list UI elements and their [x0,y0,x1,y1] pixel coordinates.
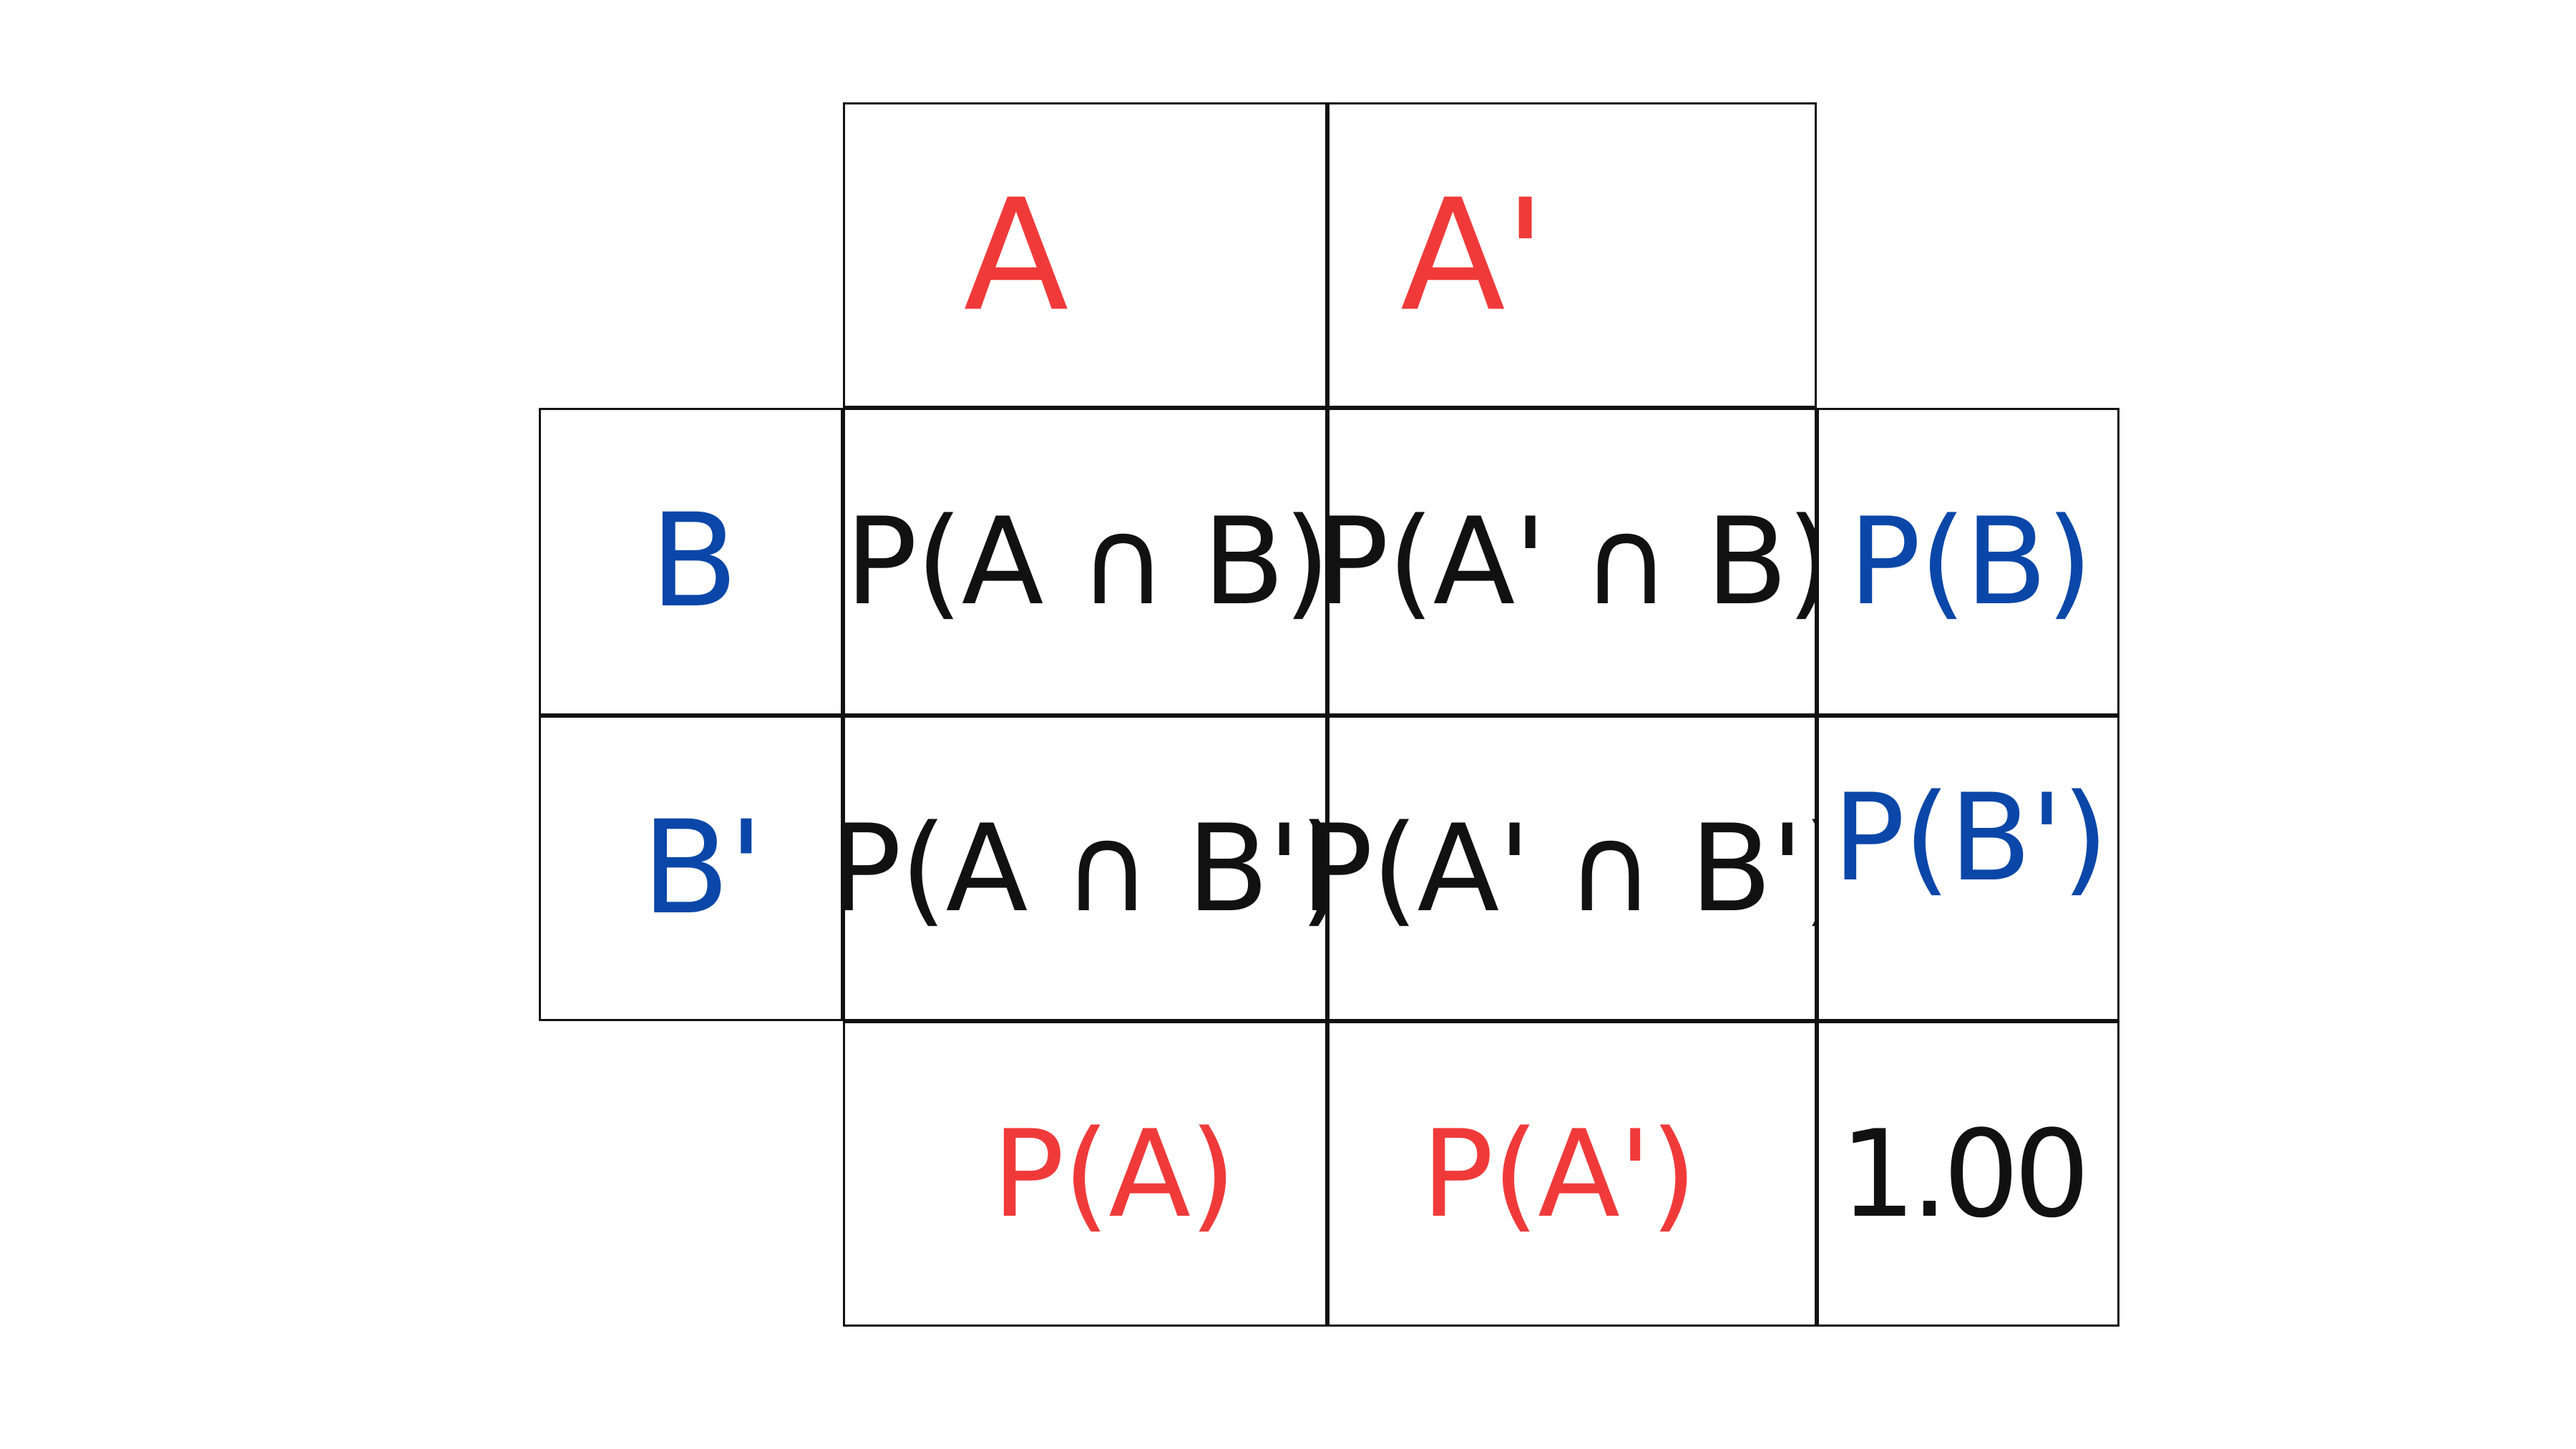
marginal-prob-b-prime: P(B') [1833,768,2109,909]
row-label-b: B [650,487,738,636]
grand-total: 1.00 [1839,1103,2090,1244]
header-label-a-prime: A' [1400,165,1546,345]
total-cell-b: P(B) [1817,408,2119,716]
marginal-prob-b: P(B) [1848,492,2093,632]
joint-cell-a-and-b-prime: P(A ∩ B') [829,716,1346,1021]
grand-total-cell: 1.00 [1817,1021,2119,1327]
joint-prob-a-prime-and-b: P(A' ∩ B) [1316,492,1834,632]
joint-prob-a-prime-and-b-prime: P(A' ∩ B') [1300,798,1850,939]
joint-cell-a-prime-and-b-prime: P(A' ∩ B') [1301,716,1849,1021]
total-cell-b-prime: P(B') [1817,716,2119,1021]
header-cell-a: A [843,102,1327,408]
row-label-b-prime: B' [641,793,764,943]
header-cell-a-prime: A' [1327,102,1817,408]
marginal-prob-a-prime: P(A') [1421,1103,1697,1244]
row-label-cell-b-prime: B' [539,716,843,1021]
header-label-a: A [963,165,1068,345]
joint-prob-a-and-b-prime: P(A ∩ B') [829,798,1347,939]
total-cell-a-prime: P(A') [1327,1021,1817,1327]
total-cell-a: P(A) [843,1021,1327,1327]
joint-cell-a-prime-and-b: P(A' ∩ B) [1317,408,1833,716]
row-label-cell-b: B [539,408,843,716]
joint-prob-a-and-b: P(A ∩ B) [844,492,1330,632]
marginal-prob-a: P(A) [992,1103,1236,1244]
joint-cell-a-and-b: P(A ∩ B) [843,408,1330,716]
